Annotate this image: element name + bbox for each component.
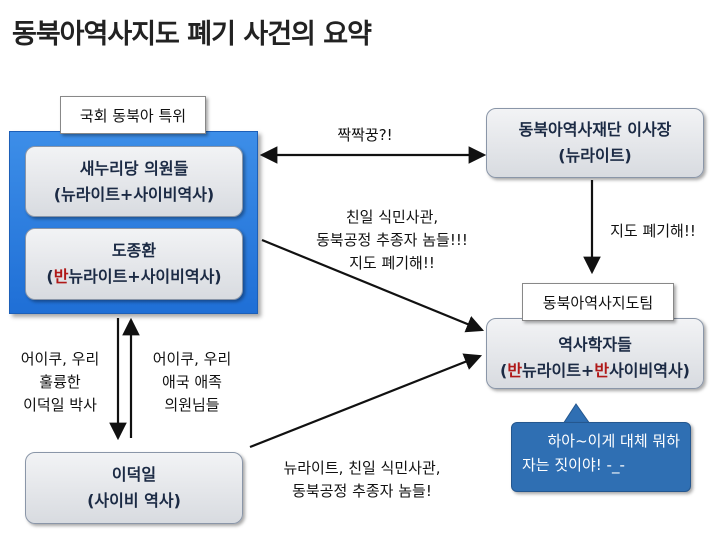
bubble-line-1: 하아~이게 대체 뭐하 xyxy=(547,432,680,450)
anti-marker: 반 xyxy=(53,267,69,286)
label-committee-to-lee: 어이쿠, 우리 애국 애족 의원님들 xyxy=(152,350,232,414)
label-top-arrow: 짝짝꿍?! xyxy=(337,126,393,144)
node-dojonghwan: 도종환 (반뉴라이트+사이비역사) xyxy=(25,228,243,300)
foundation-affiliation: (뉴라이트) xyxy=(558,146,632,165)
dojonghwan-name: 도종환 xyxy=(111,241,157,260)
bubble-line-2: 자는 짓이야! -_- xyxy=(522,456,625,474)
arrow-committee-team xyxy=(261,238,485,333)
page-title: 동북아역사지도 폐기 사건의 요약 xyxy=(12,19,372,50)
label-committee-to-team: 친일 식민사관, 동북공정 추종자 놈들!!! 지도 폐기해!! xyxy=(316,208,468,272)
historians-speech-bubble: 하아~이게 대체 뭐하 자는 짓이야! -_- xyxy=(511,422,691,492)
lee-affiliation: (사이비 역사) xyxy=(87,491,181,510)
node-lee-deokil: 이덕일 (사이비 역사) xyxy=(25,452,243,524)
dojonghwan-affiliation: (반뉴라이트+사이비역사) xyxy=(46,267,222,286)
foundation-name: 동북아역사재단 이사장 xyxy=(518,120,672,139)
historians-name: 역사학자들 xyxy=(558,334,632,354)
committee-label: 국회 동북아 특위 xyxy=(60,96,206,134)
node-foundation-chair: 동북아역사재단 이사장 (뉴라이트) xyxy=(486,108,704,178)
label-lee-to-team: 뉴라이트, 친일 식민사관, 동북공정 추종자 놈들! xyxy=(283,459,441,500)
historians-affiliation: (반뉴라이트+반사이비역사) xyxy=(500,360,690,380)
node-historians: 역사학자들 (반뉴라이트+반사이비역사) xyxy=(486,318,704,389)
arrow-lee-team xyxy=(249,353,483,449)
saenuri-name: 새누리당 의원들 xyxy=(79,158,189,178)
label-foundation-to-team: 지도 폐기해!! xyxy=(610,222,696,240)
node-saenuri-members: 새누리당 의원들 (뉴라이트+사이비역사) xyxy=(25,146,243,217)
saenuri-affiliation: (뉴라이트+사이비역사) xyxy=(53,184,215,204)
label-lee-to-committee: 어이쿠, 우리 훌륭한 이덕일 박사 xyxy=(20,350,100,414)
map-team-label: 동북아역사지도팀 xyxy=(522,283,674,321)
lee-name: 이덕일 xyxy=(111,465,157,484)
map-team-label-text: 동북아역사지도팀 xyxy=(542,293,654,312)
committee-label-text: 국회 동북아 특위 xyxy=(79,106,187,125)
